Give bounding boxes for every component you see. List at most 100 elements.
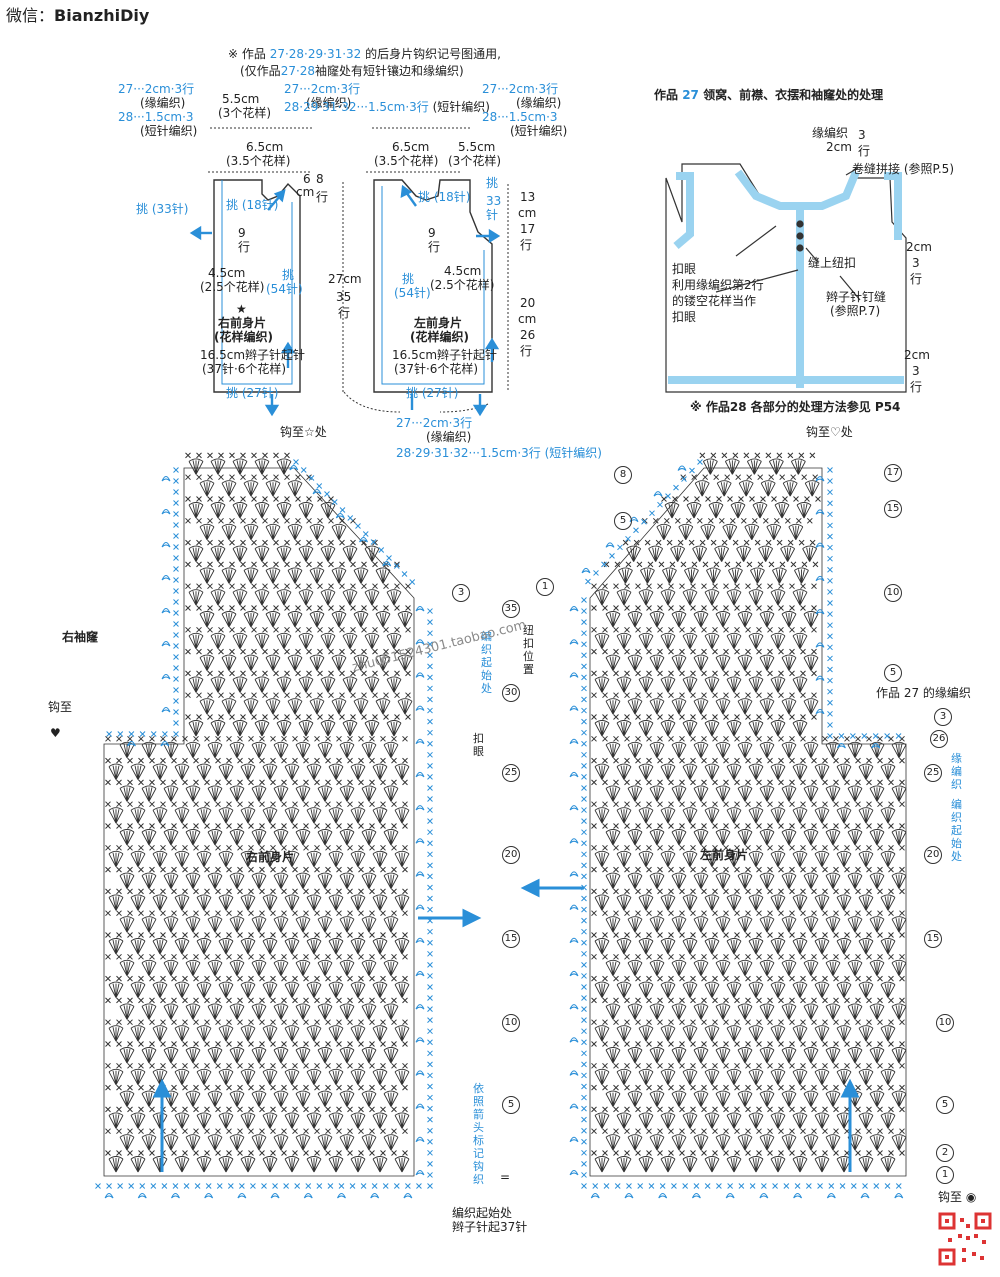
stitch-sc <box>866 779 872 786</box>
stitch-sc <box>591 1062 597 1069</box>
stitch-fan <box>715 698 731 715</box>
stitch-sc <box>646 1062 652 1069</box>
stitch-sc <box>811 757 817 764</box>
stitch-sc <box>734 823 740 829</box>
stitch-sc <box>350 539 356 546</box>
stitch-sc <box>218 561 224 568</box>
stitch-fan <box>196 763 212 781</box>
edge-sc <box>427 1171 433 1178</box>
edge-sc <box>872 733 879 739</box>
stitch-sc <box>391 888 397 895</box>
stitch-sc <box>262 496 268 502</box>
stitch-sc <box>888 1084 894 1091</box>
edge-sc <box>427 1127 433 1134</box>
stitch-sc <box>171 932 177 938</box>
stitch-sc <box>380 757 386 764</box>
stitch-fan <box>229 1090 245 1108</box>
stitch-fan <box>825 959 841 977</box>
stitch-sc <box>721 452 728 459</box>
label-hook-to-star: 钩至☆处 <box>280 425 327 439</box>
stitch-sc <box>336 757 342 764</box>
stitch-sc <box>182 779 188 786</box>
stitch-sc <box>402 757 408 764</box>
stitch-sc <box>855 801 861 808</box>
stitch-sc <box>613 1106 619 1113</box>
stitch-sc <box>402 844 408 851</box>
stitch-sc <box>105 1106 111 1113</box>
stitch-fan <box>617 567 633 584</box>
stitch-sc <box>756 975 762 982</box>
stitch-sc <box>778 648 784 655</box>
stitch-fan <box>704 1112 720 1129</box>
stitch-sc <box>635 844 641 851</box>
stitch-fan <box>339 1134 355 1151</box>
stitch-fan <box>790 458 806 475</box>
stitch-sc <box>782 496 788 502</box>
stitch-sc <box>624 1041 630 1047</box>
stitch-fan <box>383 741 399 759</box>
stitch-sc <box>138 1062 144 1069</box>
stitch-sc <box>811 823 817 829</box>
stitch-sc <box>789 714 795 720</box>
stitch-sc <box>767 626 773 633</box>
stitch-sc <box>712 735 718 742</box>
stitch-sc <box>325 1041 331 1047</box>
stitch-fan <box>130 1068 146 1086</box>
stitch-fan <box>185 1090 201 1108</box>
stitch-sc <box>668 1128 674 1135</box>
stitch-sc <box>171 997 177 1004</box>
edge-sc <box>783 1183 790 1189</box>
stitch-sc <box>773 517 780 524</box>
edge-sc <box>173 522 179 528</box>
stitch-sc <box>149 932 155 938</box>
stitch-fan <box>152 1068 168 1086</box>
stitch-sc <box>394 692 400 699</box>
stitch-sc <box>877 735 883 742</box>
stitch-sc <box>591 583 597 590</box>
stitch-sc <box>391 1128 397 1135</box>
stitch-sc <box>855 866 861 873</box>
stitch-fan <box>232 632 248 650</box>
stitch-sc <box>182 735 188 742</box>
stitch-sc <box>613 779 619 786</box>
stitch-sc <box>347 757 353 764</box>
stitch-sc <box>798 452 805 459</box>
stitch-sc <box>811 844 817 851</box>
stitch-sc <box>613 975 619 982</box>
label-start-bottom-1: 编织起始处 <box>452 1206 513 1220</box>
stitch-sc <box>127 1106 133 1113</box>
stitch-sc <box>899 975 905 982</box>
stitch-sc <box>729 517 736 524</box>
stitch-fan <box>372 894 388 911</box>
stitch-fan <box>693 1134 709 1151</box>
stitch-sc <box>215 932 221 938</box>
stitch-sc <box>383 692 389 699</box>
stitch-fan <box>880 981 896 999</box>
dim-5-5cm: 5.5cm <box>222 92 260 106</box>
stitch-sc <box>149 866 155 873</box>
stitch-sc <box>701 1084 707 1091</box>
stitch-sc <box>694 496 700 502</box>
edge-sc <box>173 698 179 704</box>
stitch-sc <box>361 692 367 699</box>
stitch-sc <box>226 1041 232 1047</box>
stitch-sc <box>391 1150 397 1156</box>
stitch-sc <box>734 1084 740 1091</box>
stitch-sc <box>347 953 353 960</box>
stitch-sc <box>259 1106 265 1113</box>
stitch-fan <box>196 1025 212 1042</box>
stitch-fan <box>682 1112 698 1129</box>
rows-9-unit: 行 <box>238 240 251 254</box>
stitch-sc <box>185 496 191 502</box>
pick-18-label: 挑 (18针) <box>226 198 279 212</box>
edge-picot <box>415 1037 425 1043</box>
stitch-sc <box>679 953 685 960</box>
stitch-sc <box>336 953 342 960</box>
stitch-fan <box>594 850 610 868</box>
stitch-sc <box>701 1150 707 1156</box>
stitch-fan <box>605 654 621 672</box>
stitch-fan <box>803 872 819 890</box>
stitch-fan <box>803 698 819 715</box>
stitch-sc <box>369 1150 375 1156</box>
stitch-fan <box>715 1134 731 1151</box>
